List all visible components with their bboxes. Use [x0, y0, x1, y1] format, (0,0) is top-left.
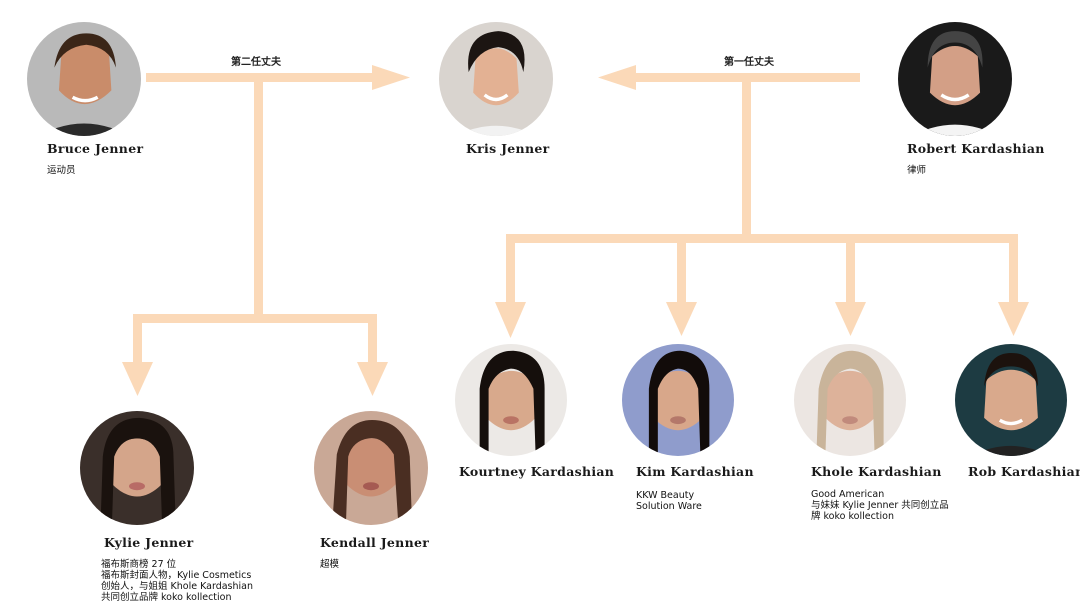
khole-kardashian-desc-line: 与妹妹 Kylie Jenner 共同创立品 — [811, 500, 949, 511]
kim-kardashian-name: Kim Kardashian — [636, 464, 754, 479]
robert-kardashian-desc-line: 律师 — [907, 165, 926, 176]
kylie-jenner-desc-line: 福布斯商榜 27 位 — [101, 559, 253, 570]
robert-kardashian-name: Robert Kardashian — [907, 141, 1045, 156]
rob-kardashian-photo — [955, 344, 1067, 456]
kylie-jenner-photo — [80, 411, 194, 525]
relation-label-second-husband: 第二任丈夫 — [231, 53, 281, 68]
kendall-arrow-head — [357, 362, 388, 396]
kim-kardashian-desc-line: KKW Beauty — [636, 490, 702, 501]
kim-arrow-head — [666, 302, 697, 336]
bruce-branch-horizontal — [133, 314, 377, 323]
rob-kardashian-name: Rob Kardashian — [968, 464, 1080, 479]
kendall-jenner-desc-line: 超模 — [320, 559, 339, 570]
khole-kardashian-desc: Good American 与妹妹 Kylie Jenner 共同创立品 牌 k… — [811, 489, 949, 522]
kim-kardashian-photo — [622, 344, 734, 456]
khole-arrow-shaft — [846, 238, 855, 304]
kourtney-arrow-head — [495, 302, 526, 338]
robert-branch-vertical — [742, 78, 751, 238]
kendall-jenner-photo — [314, 411, 428, 525]
khole-kardashian-desc-line: 牌 koko kollection — [811, 511, 949, 522]
kylie-arrow-shaft — [133, 318, 142, 364]
kylie-jenner-desc-line: 共同创立品牌 koko kollection — [101, 592, 253, 603]
khole-kardashian-desc-line: Good American — [811, 489, 949, 500]
khole-kardashian-name: Khole Kardashian — [811, 464, 942, 479]
bruce-branch-vertical — [254, 78, 263, 320]
bruce-to-kris-arrow-head — [372, 65, 410, 90]
robert-kardashian-photo — [898, 22, 1012, 136]
bruce-jenner-desc: 运动员 — [47, 165, 76, 176]
kylie-arrow-head — [122, 362, 153, 396]
robert-branch-horizontal — [506, 234, 1018, 243]
khole-arrow-head — [835, 302, 866, 336]
kim-kardashian-desc: KKW Beauty Solution Ware — [636, 490, 702, 512]
bruce-jenner-desc-line: 运动员 — [47, 165, 76, 176]
bruce-jenner-photo — [27, 22, 141, 136]
kendall-jenner-desc: 超模 — [320, 559, 339, 570]
kylie-jenner-name: Kylie Jenner — [104, 535, 194, 550]
kylie-jenner-desc-line: 福布斯封面人物，Kylie Cosmetics — [101, 570, 253, 581]
kim-kardashian-desc-line: Solution Ware — [636, 501, 702, 512]
kendall-jenner-name: Kendall Jenner — [320, 535, 429, 550]
kim-arrow-shaft — [677, 238, 686, 304]
kris-jenner-name: Kris Jenner — [466, 141, 549, 156]
kylie-jenner-desc-line: 创始人，与姐姐 Khole Kardashian — [101, 581, 253, 592]
kris-jenner-photo — [439, 22, 553, 136]
kendall-arrow-shaft — [368, 318, 377, 364]
kourtney-kardashian-name: Kourtney Kardashian — [459, 464, 614, 479]
rob-arrow-shaft — [1009, 238, 1018, 304]
robert-to-kris-arrow-head — [598, 65, 636, 90]
bruce-jenner-name: Bruce Jenner — [47, 141, 143, 156]
kourtney-arrow-shaft — [506, 238, 515, 304]
kourtney-kardashian-photo — [455, 344, 567, 456]
relation-label-first-husband: 第一任丈夫 — [724, 53, 774, 68]
kylie-jenner-desc: 福布斯商榜 27 位 福布斯封面人物，Kylie Cosmetics 创始人，与… — [101, 559, 253, 603]
khole-kardashian-photo — [794, 344, 906, 456]
robert-kardashian-desc: 律师 — [907, 165, 926, 176]
rob-arrow-head — [998, 302, 1029, 336]
